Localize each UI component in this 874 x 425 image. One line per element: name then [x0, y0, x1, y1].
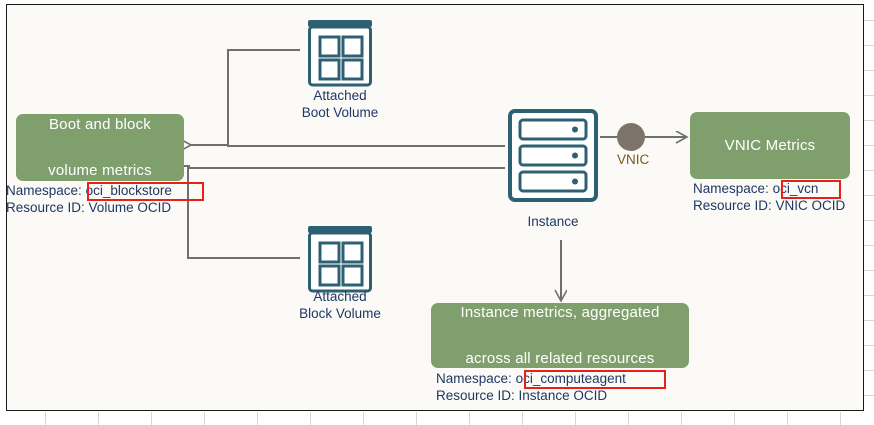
- grid-tick: [864, 45, 874, 46]
- instance-metrics-namespace-label: Namespace:: [436, 371, 512, 386]
- instance-metrics-resource-label: Resource ID:: [436, 387, 515, 403]
- wire-boot-volume-to-volume-metrics: [190, 50, 229, 145]
- instance-metrics-caption: Namespace: oci_computeagent Resource ID:…: [436, 371, 626, 405]
- grid-tick: [864, 245, 874, 246]
- instance-label: Instance: [527, 214, 579, 229]
- grid-tick: [864, 345, 874, 346]
- grid-tick: [416, 412, 417, 425]
- instance-metrics-title-line2: across all related resources: [465, 350, 655, 368]
- grid-tick: [787, 412, 788, 425]
- grid-tick: [864, 95, 874, 96]
- grid-tick: [864, 20, 874, 21]
- vnic-metrics-box[interactable]: VNIC Metrics: [690, 112, 850, 179]
- volume-metrics-resource-line: Resource ID: Volume OCID: [6, 200, 172, 217]
- block-volume-label: Attached Block Volume: [283, 289, 397, 323]
- grid-tick: [864, 220, 874, 221]
- vnic-dot-icon: [617, 123, 645, 151]
- block-volume-label-line1: Attached: [313, 289, 367, 304]
- grid-tick: [575, 412, 576, 425]
- block-volume-label-line2: Block Volume: [299, 305, 381, 321]
- grid-tick: [864, 195, 874, 196]
- volume-metrics-title-line1: Boot and block: [48, 115, 152, 133]
- grid-tick: [864, 395, 874, 396]
- volume-metrics-namespace-value: oci_blockstore: [85, 183, 172, 198]
- vnic-metrics-namespace-line: Namespace: oci_vcn: [693, 181, 845, 198]
- grid-tick: [734, 412, 735, 425]
- grid-tick: [522, 412, 523, 425]
- instance-metrics-resource-line: Resource ID: Instance OCID: [436, 388, 626, 405]
- grid-tick: [45, 412, 46, 425]
- vnic-metrics-resource-line: Resource ID: VNIC OCID: [693, 198, 845, 215]
- instance-metrics-namespace-value: oci_computeagent: [515, 371, 626, 386]
- instance-metrics-title-line1: Instance metrics, aggregated: [460, 303, 660, 321]
- boot-volume-label-line1: Attached: [313, 88, 367, 103]
- grid-tick: [864, 145, 874, 146]
- grid-tick: [469, 412, 470, 425]
- volume-metrics-title: Boot and block volume metrics: [28, 113, 172, 183]
- grid-tick: [864, 70, 874, 71]
- instance-metrics-title: Instance metrics, aggregated across all …: [440, 301, 679, 371]
- grid-tick: [204, 412, 205, 425]
- grid-tick: [840, 412, 841, 425]
- grid-tick: [681, 412, 682, 425]
- grid-tick: [864, 370, 874, 371]
- grid-tick: [864, 170, 874, 171]
- volume-metrics-resource-value: Volume OCID: [88, 199, 172, 215]
- vnic-metrics-caption: Namespace: oci_vcn Resource ID: VNIC OCI…: [693, 181, 845, 215]
- grid-tick: [310, 412, 311, 425]
- volume-metrics-resource-label: Resource ID:: [6, 199, 85, 215]
- block-volume-icon: [302, 224, 378, 301]
- vnic-metrics-resource-label: Resource ID:: [693, 197, 772, 213]
- vnic-metrics-namespace-label: Namespace:: [693, 181, 769, 196]
- boot-volume-label-line2: Boot Volume: [301, 104, 379, 120]
- grid-tick: [864, 270, 874, 271]
- grid-tick: [864, 295, 874, 296]
- grid-tick: [98, 412, 99, 425]
- grid-tick: [628, 412, 629, 425]
- instance-icon: [507, 108, 599, 208]
- grid-tick: [363, 412, 364, 425]
- volume-metrics-title-line2: volume metrics: [48, 162, 152, 180]
- grid-tick: [151, 412, 152, 425]
- vnic-label: VNIC: [617, 152, 650, 167]
- boot-volume-icon: [302, 18, 378, 95]
- vnic-metrics-resource-value: VNIC OCID: [775, 197, 846, 213]
- volume-metrics-namespace-line: Namespace: oci_blockstore: [6, 183, 172, 200]
- vnic-metrics-title: VNIC Metrics: [724, 136, 816, 154]
- grid-tick: [257, 412, 258, 425]
- volume-metrics-box[interactable]: Boot and block volume metrics: [16, 114, 184, 181]
- grid-tick: [864, 120, 874, 121]
- instance-metrics-box[interactable]: Instance metrics, aggregated across all …: [431, 303, 689, 368]
- grid-tick: [864, 320, 874, 321]
- instance-metrics-resource-value: Instance OCID: [518, 387, 608, 403]
- volume-metrics-caption: Namespace: oci_blockstore Resource ID: V…: [6, 183, 172, 217]
- volume-metrics-namespace-label: Namespace:: [6, 183, 82, 198]
- boot-volume-label: Attached Boot Volume: [288, 88, 392, 122]
- instance-metrics-namespace-line: Namespace: oci_computeagent: [436, 371, 626, 388]
- vnic-metrics-namespace-value: oci_vcn: [772, 181, 819, 196]
